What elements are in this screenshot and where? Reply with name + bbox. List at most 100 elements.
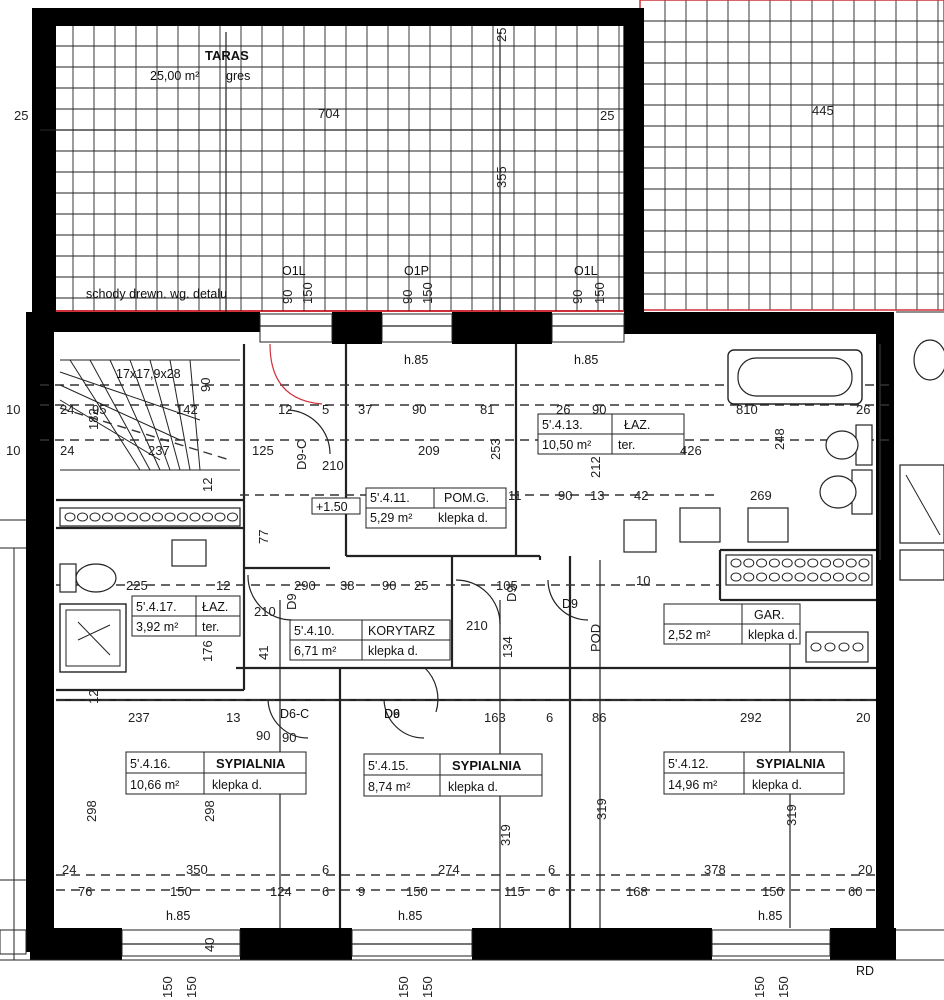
dim: 6 (546, 710, 553, 725)
dim: 86 (592, 710, 606, 725)
room-sypialnia-12: 5'.4.12. SYPIALNIA 14,96 m² klepka d. (663, 751, 845, 795)
dim: 150 (160, 976, 175, 998)
dim: 150 (184, 976, 199, 998)
door-label: D9 (504, 585, 519, 602)
ring (858, 572, 870, 582)
stair-dim: 95 (92, 402, 106, 417)
door-label: D9-C (294, 440, 309, 470)
bathtub (727, 349, 863, 405)
dim: 163 (484, 710, 506, 725)
ring (838, 642, 850, 652)
dim: 5 (322, 402, 329, 417)
dim: 90 (282, 730, 296, 745)
dim: 11 (508, 488, 522, 503)
room-floor: ter. (618, 438, 635, 452)
dim-bottom-row: 24 350 6 274 6 378 20 (62, 862, 872, 877)
dim-footer: 150 150 150 150 150 150 40 (160, 938, 791, 998)
dim: 40 (202, 938, 217, 952)
double-sink (623, 507, 789, 553)
ring (832, 572, 844, 582)
room-area: 3,92 m² (136, 620, 178, 634)
dim-corridor-row: 225 12 290 38 90 25 105 10 (126, 573, 650, 593)
ring (64, 512, 76, 522)
room-sypialnia-15: 5'.4.15. SYPIALNIA 8,74 m² klepka d. (363, 753, 543, 797)
ring (852, 642, 864, 652)
dim: 209 (418, 443, 440, 458)
window-label: O1P (404, 264, 429, 278)
radiator-mark: RD (856, 964, 874, 978)
dim: 90 (558, 488, 572, 503)
room-name: ŁAZ. (624, 418, 650, 432)
dim: 150 (170, 884, 192, 899)
ring (768, 572, 780, 582)
dim: 6 (322, 884, 329, 899)
window-label: O1L (282, 264, 306, 278)
dim: 6 (322, 862, 329, 877)
dim: 210 (254, 604, 276, 619)
window-dim: 150 (300, 282, 315, 304)
dim: 12 (278, 402, 292, 417)
step-spec: 17x17,9x28 (116, 367, 181, 381)
dim: 210 (322, 458, 344, 473)
dim: 237 (128, 710, 150, 725)
dim: 319 (594, 798, 609, 820)
dim: 26 (556, 402, 570, 417)
dim: 81 (480, 402, 494, 417)
dim: 105 (496, 578, 518, 593)
terrace-finish: gres (226, 69, 250, 83)
room-floor: klepka d. (752, 778, 802, 792)
dim: 13 (226, 710, 240, 725)
ring (756, 572, 768, 582)
dim: 225 (126, 578, 148, 593)
toilet (819, 469, 873, 515)
room-code: 5'.4.12. (668, 757, 709, 771)
room-floor: klepka d. (438, 511, 488, 525)
dim: 378 (704, 862, 726, 877)
ring (756, 558, 768, 568)
room-name: SYPIALNIA (452, 758, 522, 773)
dim: 290 (294, 578, 316, 593)
bidet (825, 424, 873, 466)
room-area: 5,29 m² (370, 511, 412, 525)
dim: 319 (784, 804, 799, 826)
ring (189, 512, 201, 522)
ring (820, 558, 832, 568)
door-label: D9 (384, 707, 400, 721)
room-area: 8,74 m² (368, 780, 410, 794)
misc-labels: +1.50 RD (311, 497, 874, 978)
counter-strip (59, 507, 873, 663)
dim-bath: 210 210 210 90 (254, 458, 488, 745)
terrace-area (51, 0, 944, 312)
dim: 6 (548, 884, 555, 899)
room-name: SYPIALNIA (756, 756, 826, 771)
room-name: SYPIALNIA (216, 756, 286, 771)
ring (858, 558, 870, 568)
ring (832, 558, 844, 568)
right-fixtures (899, 339, 944, 581)
dim: 9 (358, 884, 365, 899)
room-area: 6,71 m² (294, 644, 336, 658)
dim: 150 (776, 976, 791, 998)
edge-dim: 25 (600, 108, 614, 123)
dim: 298 (202, 800, 217, 822)
dim-vertical: 298 298 319 319 319 176 12 12 77 41 134 (84, 478, 799, 846)
dim: 426 (680, 443, 702, 458)
ring (102, 512, 113, 522)
ring (164, 512, 176, 522)
dim: 37 (358, 402, 372, 417)
room-code: 5'.4.15. (368, 759, 409, 773)
dim: 350 (186, 862, 208, 877)
terrace-width: 704 (318, 106, 340, 121)
room-floor: klepka d. (448, 780, 498, 794)
room-floor: ter. (202, 620, 219, 634)
ring (730, 572, 742, 582)
dim: 212 (588, 456, 603, 478)
stairs-note: schody drewn. wg. detalu (86, 287, 227, 301)
room-sypialnia-16: 5'.4.16. SYPIALNIA 10,66 m² klepka d. (125, 751, 307, 795)
room-area: 10,50 m² (542, 438, 591, 452)
dim: 10 (636, 573, 650, 588)
ring (127, 512, 138, 522)
dim: 150 (752, 976, 767, 998)
window-label: O1L (574, 264, 598, 278)
stair-dim: 90 (198, 378, 213, 392)
